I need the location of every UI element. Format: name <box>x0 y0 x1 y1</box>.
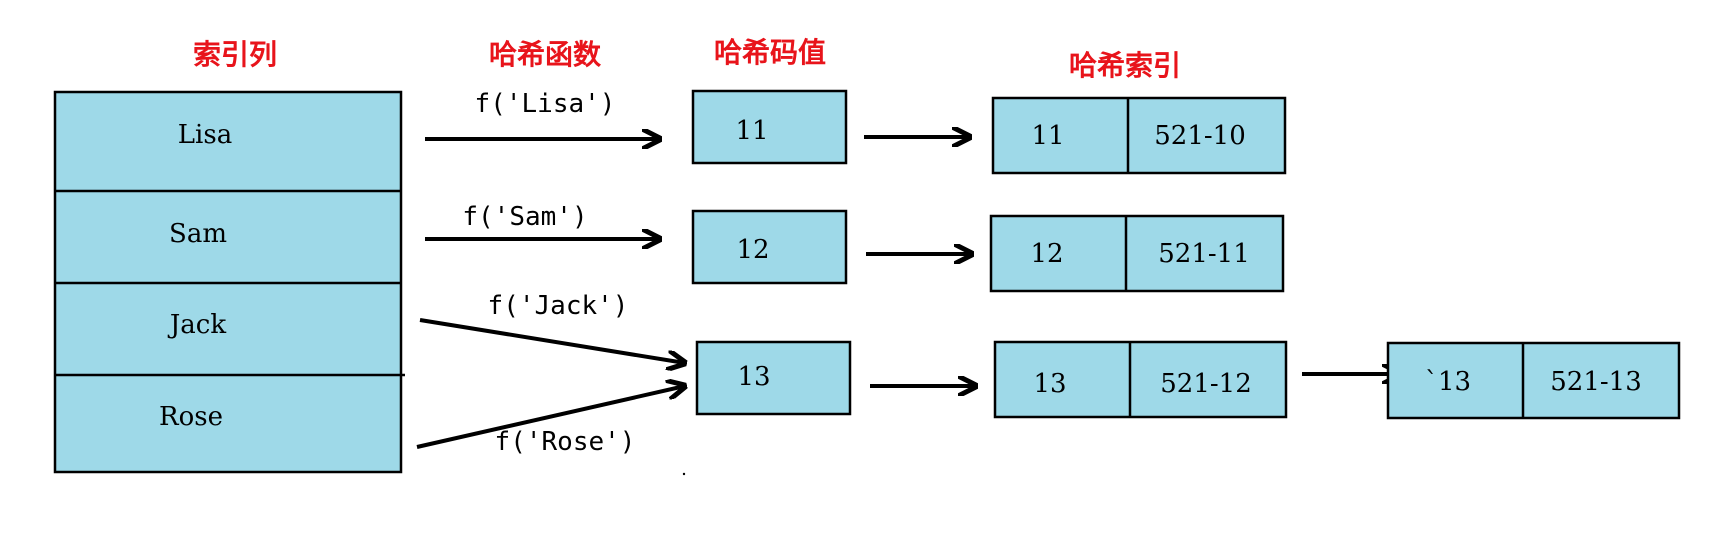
hash-chain-value: 521-13 <box>1550 367 1642 397</box>
hash-index-box <box>991 96 1287 175</box>
index-row-jack: Jack <box>167 310 226 340</box>
hash-index-value: 521-11 <box>1158 239 1250 269</box>
header-index-column: 索引列 <box>193 38 277 71</box>
hash-chain-box <box>1386 341 1681 420</box>
arrow-jack <box>419 318 685 363</box>
call-lisa: f('Lisa') <box>475 89 616 119</box>
header-hash-code: 哈希码值 <box>714 36 826 69</box>
hash-code-box <box>691 209 848 285</box>
index-row-lisa: Lisa <box>178 120 232 150</box>
header-hash-index: 哈希索引 <box>1069 49 1181 82</box>
hash-code-box <box>695 340 852 416</box>
hash-code-box <box>691 89 848 165</box>
hash-index-entry: 12 521-11 <box>989 214 1285 293</box>
index-column: Lisa Sam Jack Rose <box>53 90 405 474</box>
hash-index-value: 521-12 <box>1160 369 1252 399</box>
hash-chain-key: `13 <box>1425 367 1471 397</box>
hash-index-entry: 13 521-12 <box>993 340 1288 419</box>
hash-chain-entry: `13 521-13 <box>1386 341 1681 420</box>
index-row-rose: Rose <box>159 402 223 432</box>
hash-index-entry: 11 521-10 <box>991 96 1287 175</box>
hash-index-key: 13 <box>1033 369 1066 399</box>
hash-code-value: 11 <box>735 116 768 146</box>
index-row-sam: Sam <box>169 219 227 249</box>
header-hash-function: 哈希函数 <box>489 38 602 71</box>
hash-index-box <box>993 340 1288 419</box>
hash-index-value: 521-10 <box>1154 121 1246 151</box>
arrow-rose <box>416 386 685 449</box>
call-jack: f('Jack') <box>488 291 629 321</box>
hash-index-key: 11 <box>1031 121 1064 151</box>
hash-index-box <box>989 214 1285 293</box>
stray-dot <box>682 472 686 476</box>
hash-code-value: 12 <box>736 235 769 265</box>
hash-index-key: 12 <box>1030 239 1063 269</box>
hash-code-value: 13 <box>737 362 770 392</box>
call-rose: f('Rose') <box>495 427 636 457</box>
call-sam: f('Sam') <box>462 202 587 232</box>
